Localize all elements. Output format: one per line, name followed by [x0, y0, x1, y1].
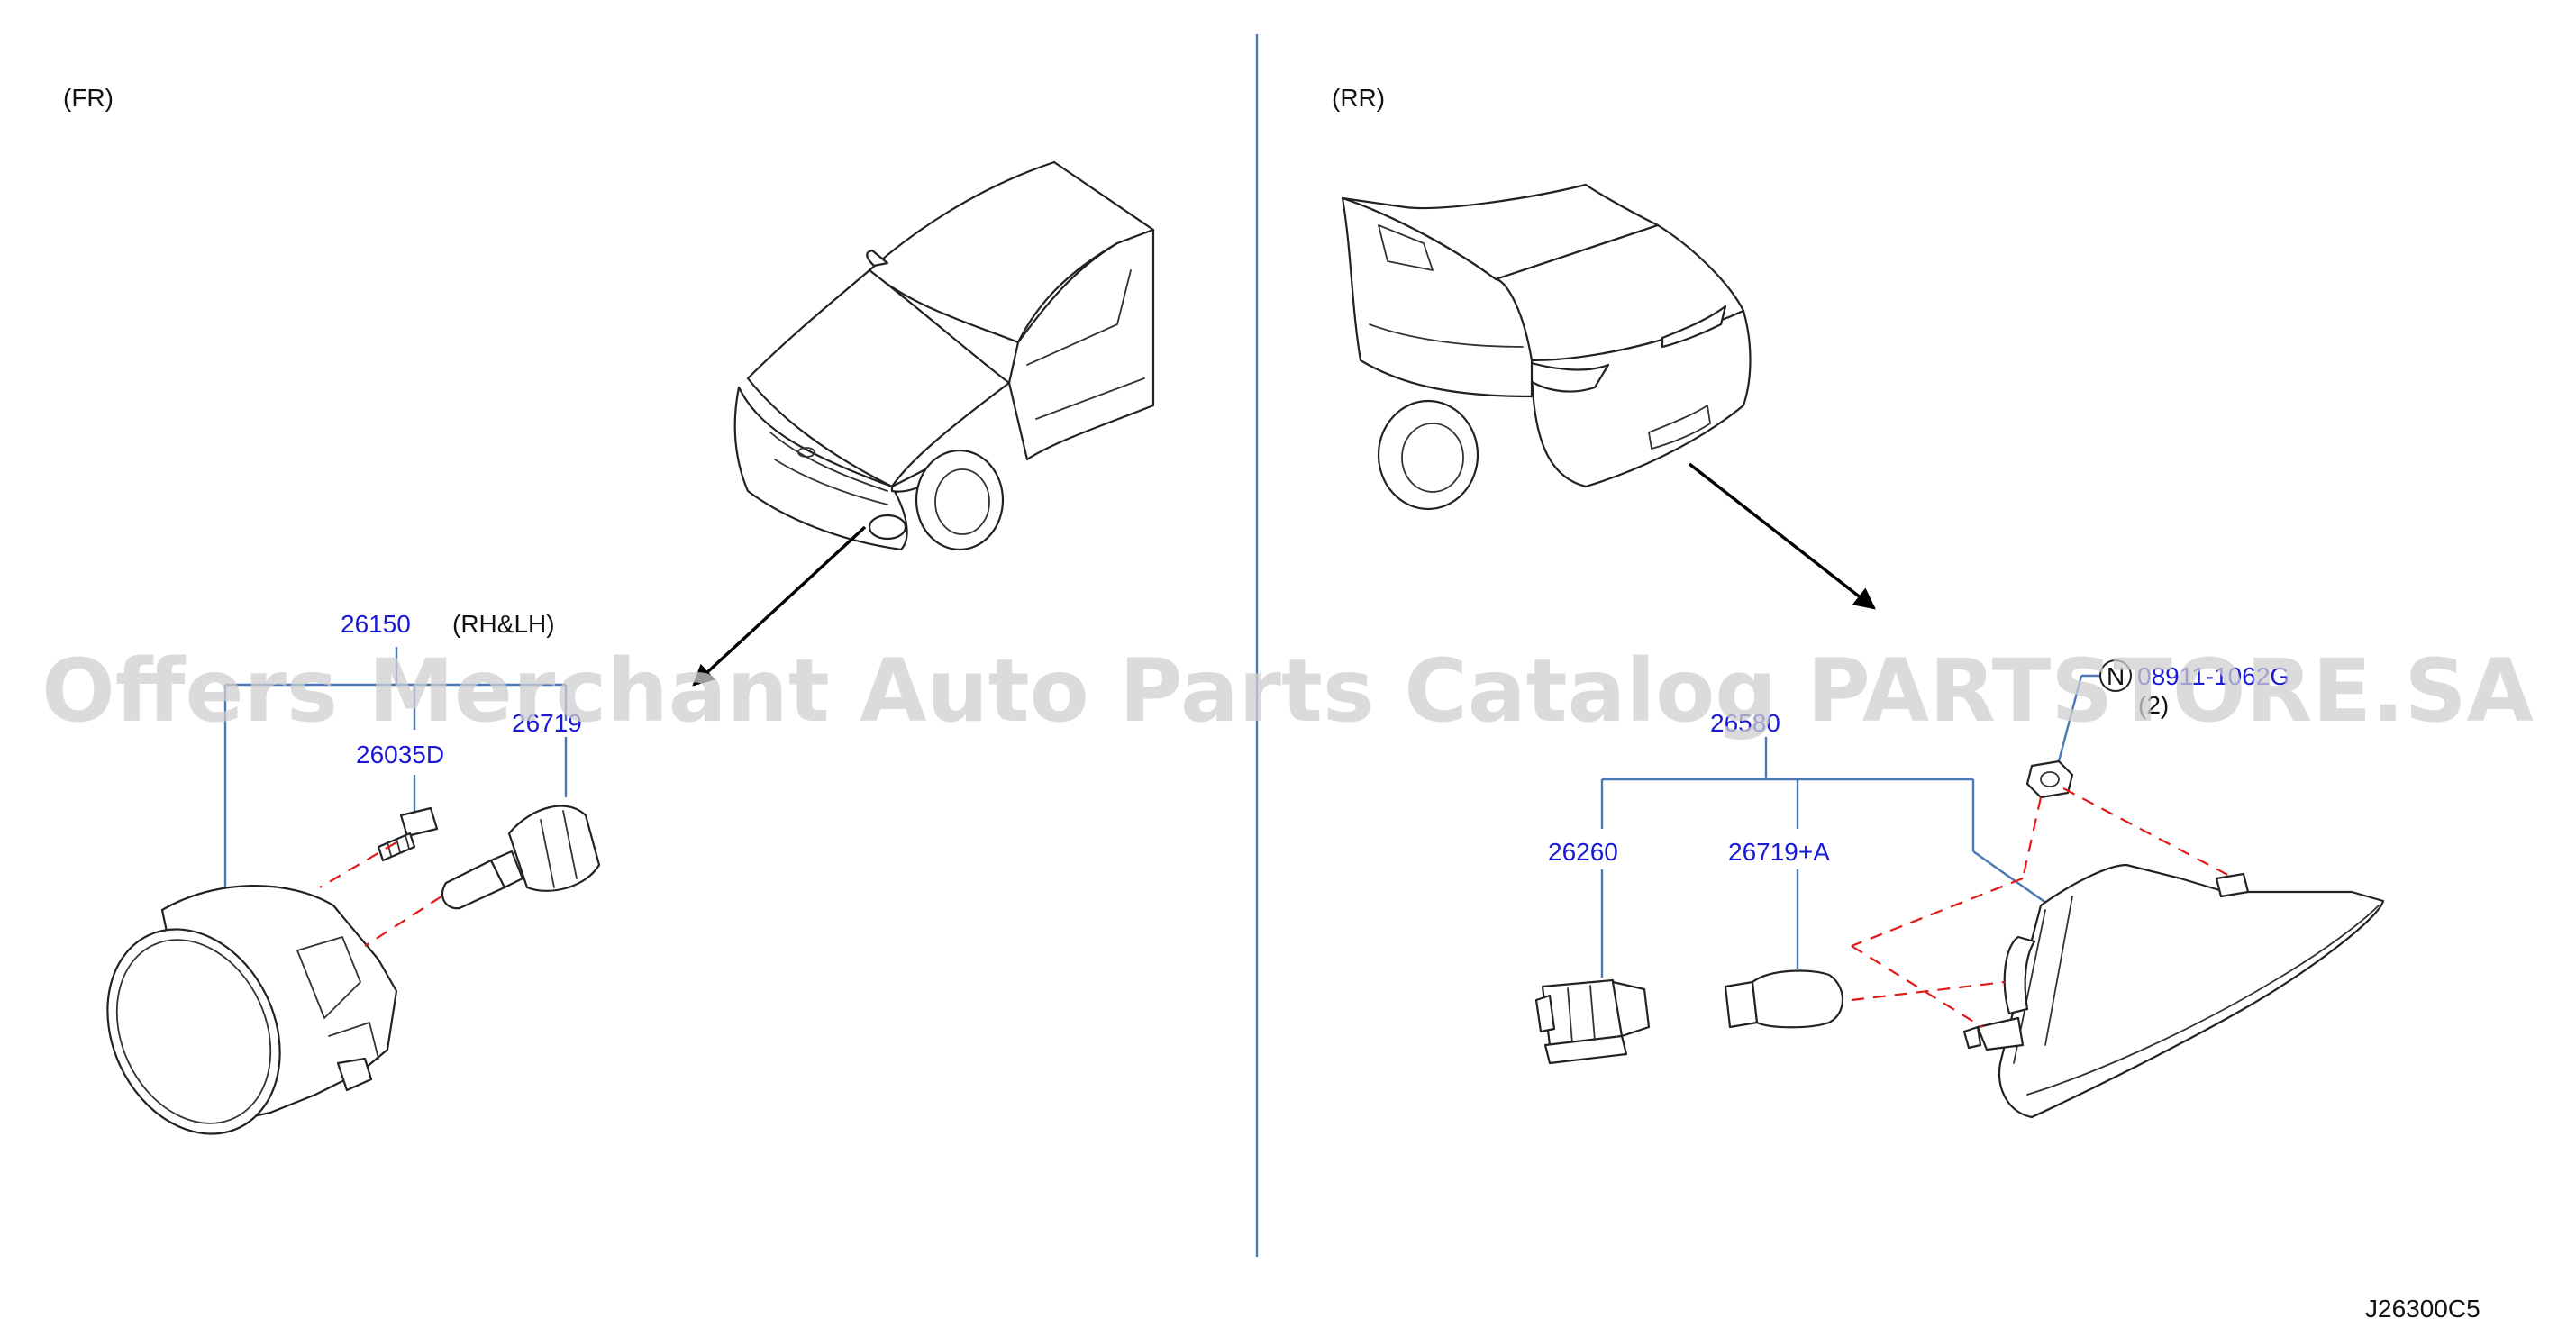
rear-nut-part [2025, 759, 2074, 799]
nut-callout: N 08911-1062G (2) [2099, 659, 2289, 719]
front-bulb-part [441, 805, 601, 910]
part-label-nut[interactable]: 08911-1062G [2137, 662, 2289, 690]
part-label-26150[interactable]: 26150 [341, 610, 411, 638]
part-label-26719a[interactable]: 26719+A [1728, 838, 1830, 866]
front-section-label: (FR) [63, 84, 114, 112]
front-screw-part [377, 806, 439, 862]
rear-leader-lines [1600, 674, 2101, 978]
front-location-arrow [692, 525, 867, 687]
nut-marker-letter: N [2107, 662, 2125, 690]
rear-bulb-part [1724, 969, 1843, 1029]
front-fog-lamp-assembly [106, 885, 398, 1135]
rear-assembly-dashes [1851, 787, 2235, 1028]
front-leader-lines [223, 647, 568, 887]
rear-car-illustration [1341, 183, 1752, 511]
front-assembly-dashes [319, 841, 442, 947]
rear-section-label: (RR) [1332, 84, 1385, 112]
nut-marker-circle [2099, 659, 2132, 692]
part-label-nut-qty: (2) [2138, 691, 2169, 719]
part-label-26719[interactable]: 26719 [512, 709, 582, 737]
rear-socket-part [1534, 978, 1651, 1065]
part-label-26035d[interactable]: 26035D [356, 741, 444, 769]
part-label-rhlh: (RH&LH) [452, 610, 555, 638]
rear-license-lamp-assembly [1962, 863, 2385, 1119]
front-car-illustration [733, 160, 1155, 551]
rear-location-arrow [1688, 462, 1876, 610]
diagram-code: J26300C5 [2365, 1295, 2480, 1323]
part-label-26260[interactable]: 26260 [1548, 838, 1618, 866]
watermark-text: Offers Merchant Auto Parts Catalog PARTS… [41, 641, 2534, 741]
part-label-26580[interactable]: 26580 [1710, 709, 1780, 737]
